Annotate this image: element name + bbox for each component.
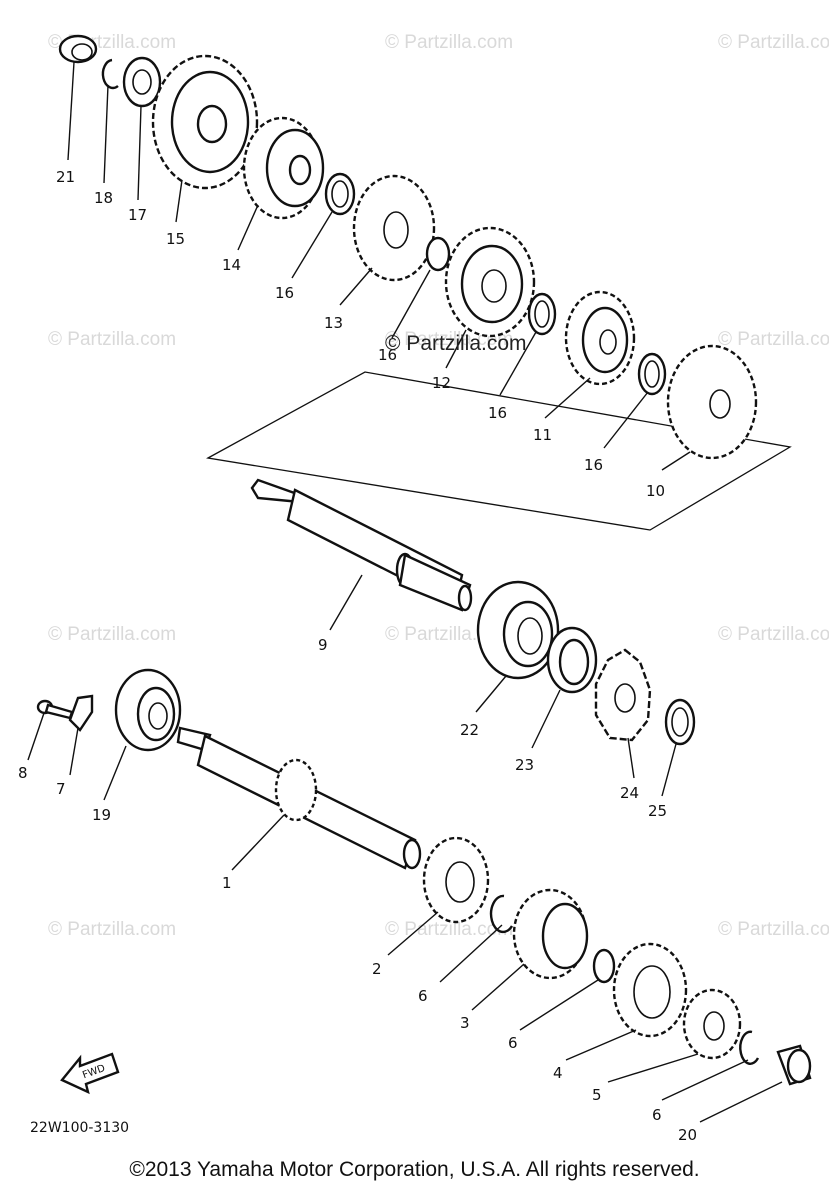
- callout-8: 8: [18, 764, 28, 782]
- callout-25: 25: [648, 802, 667, 820]
- watermark: © Partzilla.com: [385, 919, 513, 940]
- callout-4: 4: [553, 1064, 563, 1082]
- callout-2: 2: [372, 960, 382, 978]
- callout-24: 24: [620, 784, 639, 802]
- diagram-code: 22W100-3130: [30, 1120, 129, 1136]
- leader-lines: [27, 61, 783, 1123]
- watermark: © Partzilla.com: [718, 919, 829, 940]
- fwd-arrow-icon: FWD: [60, 1052, 120, 1095]
- watermark: © Partzilla.com: [385, 32, 513, 53]
- callout-17: 17: [128, 206, 147, 224]
- watermark: © Partzilla.com: [718, 329, 829, 350]
- part-24-sprocket: [594, 648, 652, 742]
- part-21-bearing: [58, 34, 98, 64]
- watermark: © Partzilla.com: [48, 919, 176, 940]
- part-5-gear: [682, 988, 742, 1060]
- part-11-gear: [564, 290, 636, 386]
- part-16-clip: [425, 236, 451, 272]
- callout-16: 16: [584, 456, 603, 474]
- callout-15: 15: [166, 230, 185, 248]
- callout-16: 16: [275, 284, 294, 302]
- callout-1: 1: [222, 874, 232, 892]
- watermark: © Partzilla.com: [48, 329, 176, 350]
- callout-14: 14: [222, 256, 241, 274]
- callout-18: 18: [94, 189, 113, 207]
- part-14-gear: [242, 116, 325, 220]
- part-10-gear: [666, 344, 758, 460]
- watermark: © Partzilla.com: [718, 32, 829, 53]
- part-19-bearing: [114, 668, 182, 752]
- part-25-clip: [664, 698, 696, 746]
- callout-5: 5: [592, 1086, 602, 1104]
- watermark: © Partzilla.com: [718, 624, 829, 645]
- part-17-washer: [122, 56, 162, 108]
- callout-19: 19: [92, 806, 111, 824]
- watermarks: © Partzilla.com © Partzilla.com © Partzi…: [48, 32, 829, 940]
- part-6-clip: [739, 1030, 760, 1065]
- part-6-clip: [592, 948, 616, 984]
- callout-20: 20: [678, 1126, 697, 1144]
- watermark: © Partzilla.com: [48, 624, 176, 645]
- callout-9: 9: [318, 636, 328, 654]
- part-15-gear: [151, 54, 259, 190]
- copyright-notice: ©2013 Yamaha Motor Corporation, U.S.A. A…: [129, 1158, 700, 1181]
- callout-6: 6: [508, 1034, 518, 1052]
- callout-13: 13: [324, 314, 343, 332]
- part-9-shaft: [250, 478, 473, 612]
- callout-23: 23: [515, 756, 534, 774]
- callout-22: 22: [460, 721, 479, 739]
- callouts: 21 18 17 15 14 16 13 16 12 16 11 16 10 9…: [18, 168, 697, 1144]
- part-3-gear: [512, 888, 589, 980]
- callout-3: 3: [460, 1014, 470, 1032]
- part-22-bearing: [476, 580, 560, 680]
- part-13-gear: [352, 174, 436, 282]
- callout-6: 6: [418, 987, 428, 1005]
- part-16-clip: [637, 352, 667, 396]
- part-20-bushing: [776, 1044, 812, 1086]
- callout-16: 16: [378, 346, 397, 364]
- part-1-shaft: [176, 726, 422, 870]
- assembly-frame: [206, 371, 792, 531]
- callout-10: 10: [646, 482, 665, 500]
- part-12-gear: [444, 226, 536, 338]
- callout-7: 7: [56, 780, 66, 798]
- part-4-gear: [612, 942, 688, 1038]
- callout-6: 6: [652, 1106, 662, 1124]
- part-6-clip: [489, 894, 514, 934]
- part-16-clip: [527, 292, 557, 336]
- callout-12: 12: [432, 374, 451, 392]
- part-16-clip: [324, 172, 356, 216]
- center-watermark: © Partzilla.com: [385, 332, 527, 355]
- part-18-clip: [101, 58, 119, 90]
- callout-11: 11: [533, 426, 552, 444]
- callout-21: 21: [56, 168, 75, 186]
- part-2-gear: [422, 836, 490, 924]
- callout-16: 16: [488, 404, 507, 422]
- part-23-seal: [546, 626, 598, 694]
- part-7-plate: [68, 694, 94, 732]
